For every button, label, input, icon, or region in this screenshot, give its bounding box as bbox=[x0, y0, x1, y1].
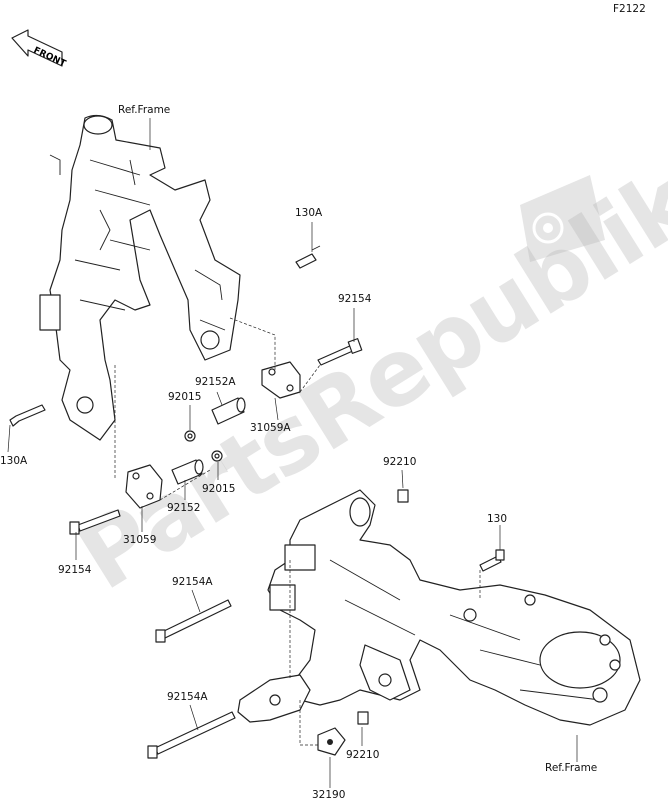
part-label-92152[interactable]: 92152 bbox=[167, 502, 201, 514]
lower-frame-drawing bbox=[237, 489, 641, 756]
part-label-92210-top[interactable]: 92210 bbox=[383, 456, 417, 468]
part-label-31059[interactable]: 31059 bbox=[123, 534, 157, 546]
collar-92152 bbox=[171, 459, 204, 485]
bracket-31059 bbox=[125, 464, 163, 509]
bolt-92154A-b bbox=[147, 711, 236, 759]
collar-92152A bbox=[211, 397, 246, 425]
part-label-92154-left[interactable]: 92154 bbox=[58, 564, 92, 576]
part-label-92210-bottom[interactable]: 92210 bbox=[346, 749, 380, 761]
bolt-92154-left bbox=[69, 509, 121, 535]
part-label-92154A-a[interactable]: 92154A bbox=[172, 576, 213, 588]
bolt-92154-top bbox=[317, 338, 363, 366]
bolt-130A-top bbox=[295, 245, 321, 269]
part-label-31059A[interactable]: 31059A bbox=[250, 422, 291, 434]
nut-92210-top bbox=[397, 489, 409, 503]
part-label-130A-left[interactable]: 130A bbox=[0, 455, 28, 467]
leader-lines bbox=[7, 118, 578, 788]
part-label-92015-b[interactable]: 92015 bbox=[202, 483, 236, 495]
part-label-92154-top[interactable]: 92154 bbox=[338, 293, 372, 305]
bolt-130A-left bbox=[9, 404, 46, 427]
part-label-130A-top[interactable]: 130A bbox=[295, 207, 323, 219]
diagram-code: F2122 bbox=[613, 3, 646, 15]
ref-frame-label-bottom: Ref.Frame bbox=[545, 762, 598, 774]
bolt-92154A-a bbox=[155, 599, 232, 643]
bracket-31059A bbox=[261, 361, 301, 399]
part-label-32190[interactable]: 32190 bbox=[312, 789, 346, 799]
upper-frame-drawing bbox=[39, 114, 241, 441]
ref-frame-label-top: Ref.Frame bbox=[118, 104, 171, 116]
bolt-130 bbox=[479, 549, 505, 572]
nut-92210-bottom bbox=[357, 711, 369, 725]
part-label-130[interactable]: 130 bbox=[487, 513, 508, 525]
part-label-92152A[interactable]: 92152A bbox=[195, 376, 236, 388]
gear-flag-icon bbox=[520, 175, 605, 262]
front-arrow-icon: FRONT bbox=[11, 29, 68, 70]
part-label-92154A-b[interactable]: 92154A bbox=[167, 691, 208, 703]
nut-92015-b bbox=[211, 450, 223, 462]
nut-92015-a bbox=[184, 430, 196, 442]
part-label-92015-a[interactable]: 92015 bbox=[168, 391, 202, 403]
